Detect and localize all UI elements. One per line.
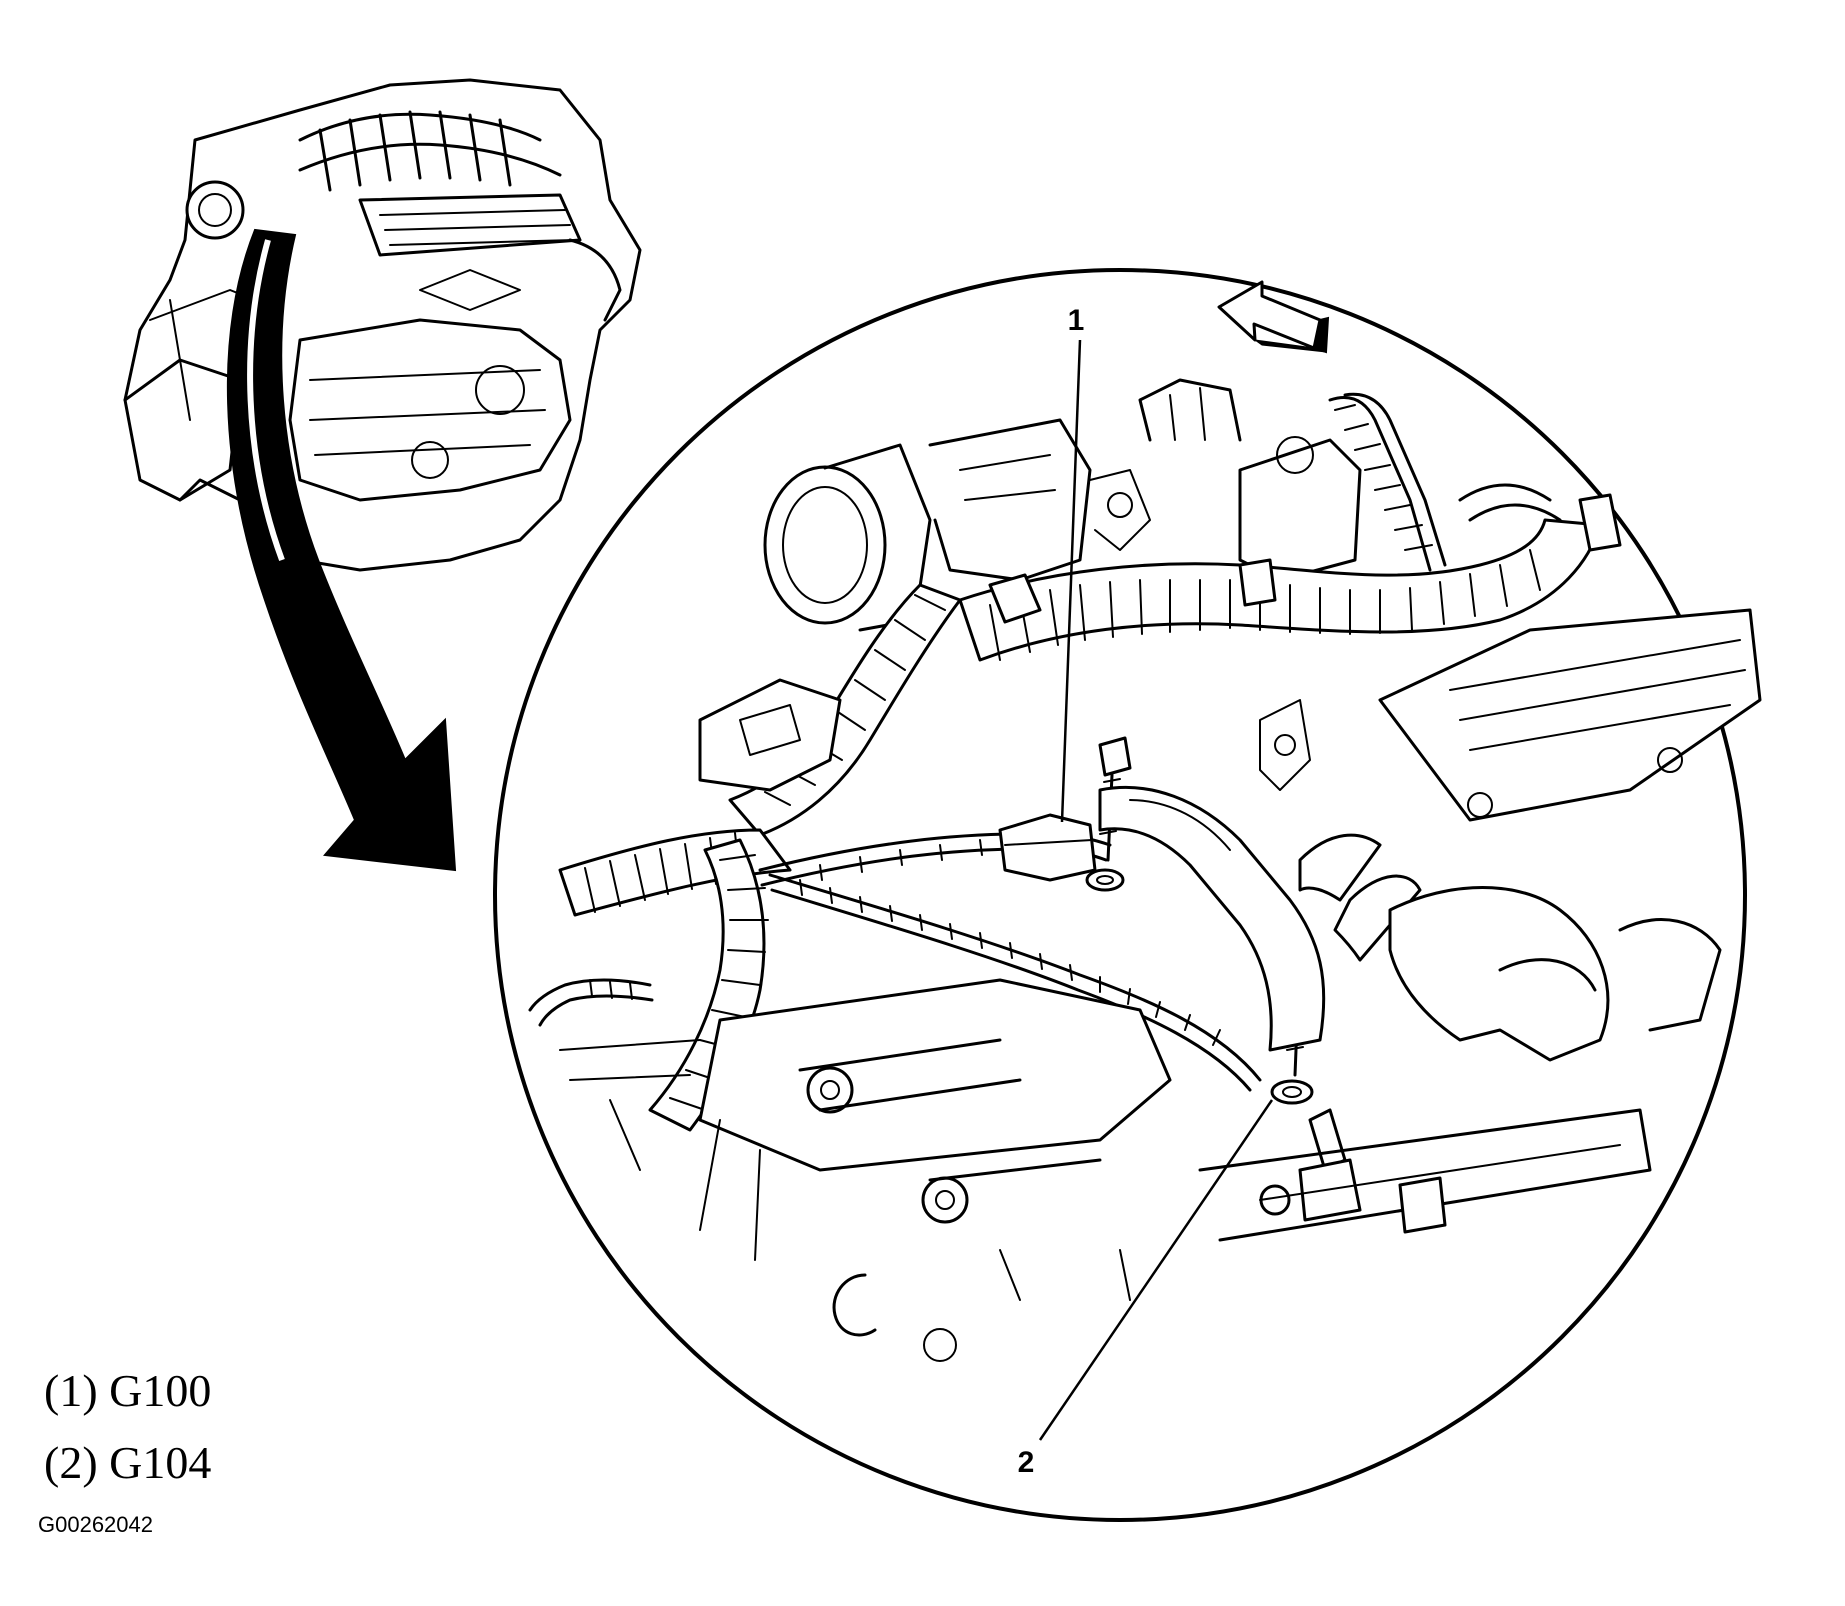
callout-1-leader-line	[1060, 339, 1082, 823]
detail-pointer-arrow-icon	[226, 228, 457, 872]
callout-2-leader-line	[1038, 1099, 1274, 1441]
figure-id: G00262042	[38, 1512, 153, 1537]
legend-item-g100: (1) G100	[44, 1365, 212, 1416]
engine-detail-drawing	[528, 378, 1762, 1362]
detail-view-circle	[493, 268, 1747, 1522]
pointer-arrow-highlight	[247, 239, 285, 562]
front-direction-arrow-icon	[1217, 280, 1330, 354]
engine-overview-drawing	[123, 78, 642, 572]
callout-2-number: 2	[1018, 1446, 1035, 1479]
legend-item-g104: (2) G104	[44, 1437, 212, 1488]
callout-1-number: 1	[1068, 304, 1085, 337]
